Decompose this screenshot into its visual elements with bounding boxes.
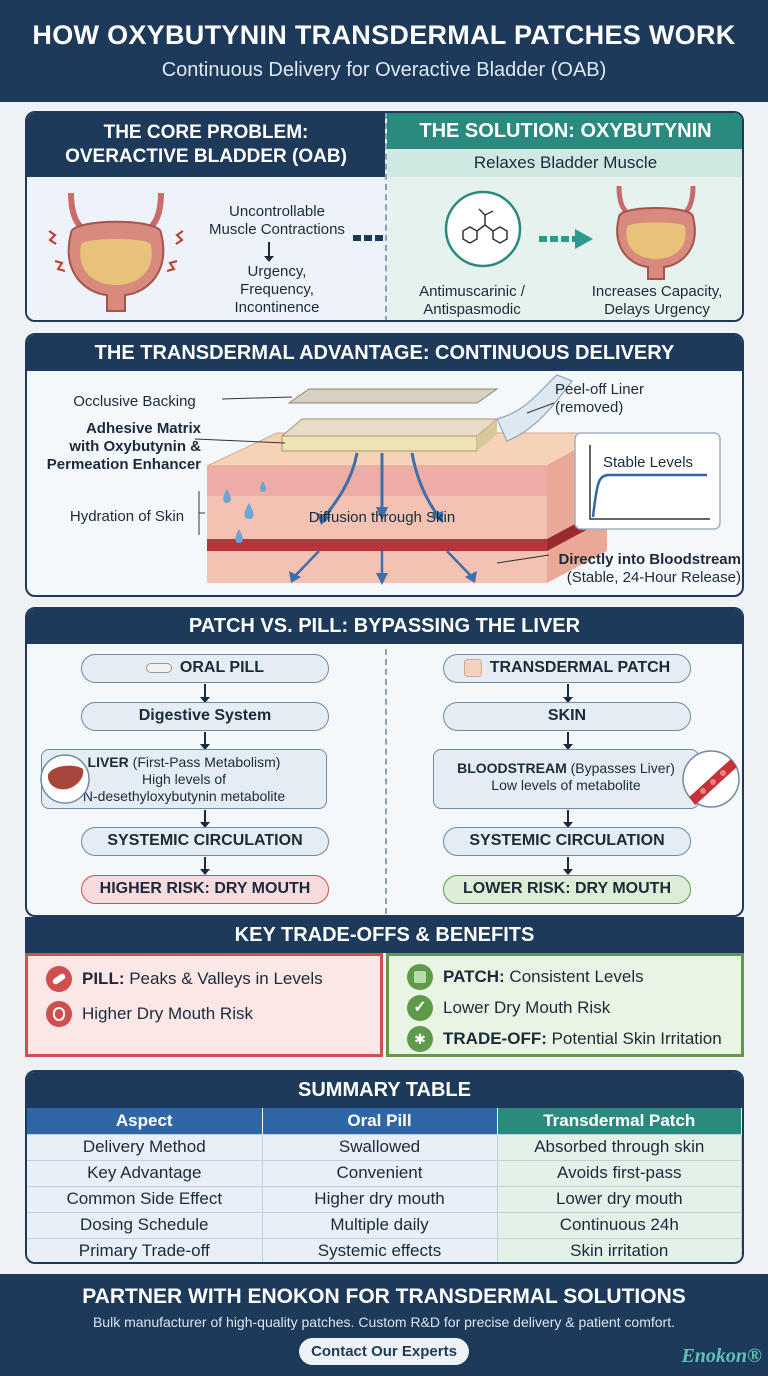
backing-label: Occlusive Backing (73, 393, 196, 410)
liver-icon (40, 754, 90, 804)
skin-patch-illustration (194, 374, 721, 585)
solution-section: THE SOLUTION: OXYBUTYNIN Relaxes Bladder… (385, 113, 742, 320)
molecule-icon (444, 190, 522, 268)
page-title: HOW OXYBUTYNIN TRANSDERMAL PATCHES WORK (32, 20, 736, 50)
contact-experts-button[interactable]: Contact Our Experts (299, 1338, 469, 1365)
skin-step: SKIN (443, 702, 691, 731)
digestive-step: Digestive System (81, 702, 329, 731)
oral-pill-step: ORAL PILL (81, 654, 329, 683)
flow-arrow (563, 684, 573, 703)
patch-risk-row: ✓ Lower Dry Mouth Risk (407, 995, 610, 1021)
flow-arrow (563, 857, 573, 875)
table-header-row: Aspect Oral Pill Transdermal Patch (27, 1108, 742, 1134)
table-row: Primary Trade-off Systemic effects Skin … (27, 1237, 742, 1262)
systemic-pill-step: SYSTEMIC CIRCULATION (81, 827, 329, 856)
blood-vessel-icon (682, 750, 740, 808)
header-aspect: Aspect (27, 1108, 263, 1134)
transdermal-title: THE TRANSDERMAL ADVANTAGE: CONTINUOUS DE… (27, 335, 742, 371)
pill-capsule-icon (46, 966, 72, 992)
table-row: Dosing Schedule Multiple daily Continuou… (27, 1211, 742, 1238)
flow-arrow (200, 857, 210, 875)
solution-subtitle: Relaxes Bladder Muscle (387, 149, 742, 177)
liver-step: LIVER (First-Pass Metabolism) High level… (41, 749, 327, 809)
cause-effect-arrow (264, 242, 274, 262)
patch-risk-badge: LOWER RISK: DRY MOUTH (443, 875, 691, 904)
flow-arrow (200, 684, 210, 703)
tradeoff-row: ✱ TRADE-OFF: Potential Skin Irritation (407, 1026, 722, 1052)
page-subtitle: Continuous Delivery for Overactive Bladd… (161, 59, 607, 81)
footer-subtitle: Bulk manufacturer of high-quality patche… (92, 1314, 676, 1330)
comparison-title: PATCH VS. PILL: BYPASSING THE LIVER (27, 609, 742, 644)
patch-step: TRANSDERMAL PATCH (443, 654, 691, 683)
stable-levels-label: Stable Levels (602, 454, 694, 471)
patch-levels-row: PATCH: Consistent Levels (407, 964, 644, 990)
table-row: Delivery Method Swallowed Absorbed throu… (27, 1133, 742, 1160)
flow-arrow (563, 810, 573, 828)
summary-panel: SUMMARY TABLE Aspect Oral Pill Transderm… (25, 1070, 744, 1264)
flow-arrow (200, 810, 210, 828)
patch-icon (463, 658, 482, 677)
summary-table: Aspect Oral Pill Transdermal Patch Deliv… (27, 1108, 742, 1262)
check-icon: ✓ (407, 995, 433, 1021)
comparison-panel: PATCH VS. PILL: BYPASSING THE LIVER ORAL… (25, 607, 744, 917)
liner-label: Peel-off Liner (removed) (555, 381, 644, 416)
problem-title: THE CORE PROBLEM: OVERACTIVE BLADDER (OA… (27, 113, 385, 177)
solution-title: THE SOLUTION: OXYBUTYNIN (387, 113, 742, 149)
bloodstream-label: Directly into Bloodstream (Stable, 24-Ho… (558, 551, 741, 586)
matrix-label: Adhesive Matrix with Oxybutynin & Permea… (46, 420, 201, 473)
table-row: Common Side Effect Higher dry mouth Lowe… (27, 1185, 742, 1212)
result-label: Increases Capacity, Delays Urgency (591, 283, 723, 318)
hydration-label: Hydration of Skin (69, 508, 185, 525)
page-header: HOW OXYBUTYNIN TRANSDERMAL PATCHES WORK … (0, 0, 768, 102)
header-transdermal-patch: Transdermal Patch (497, 1108, 742, 1134)
skin-irritation-icon: ✱ (407, 1026, 433, 1052)
pill-tradeoffs-box: PILL: Peaks & Valleys in Levels Higher D… (25, 953, 383, 1057)
arrow-right-teal-icon (539, 229, 593, 249)
enokon-logo: Enokon® (681, 1345, 762, 1367)
diffusion-label: Diffusion through Skin (308, 509, 456, 526)
cause-label: Uncontrollable Muscle Contractions (209, 203, 345, 238)
bladder-irritated-icon (48, 192, 184, 312)
summary-title: SUMMARY TABLE (27, 1072, 742, 1108)
footer: PARTNER WITH ENOKON FOR TRANSDERMAL SOLU… (0, 1274, 768, 1376)
pill-risk-row: Higher Dry Mouth Risk (46, 1001, 253, 1027)
header-oral-pill: Oral Pill (262, 1108, 498, 1134)
table-row: Key Advantage Convenient Avoids first-pa… (27, 1159, 742, 1186)
bladder-relaxed-icon (616, 185, 696, 280)
problem-section: THE CORE PROBLEM: OVERACTIVE BLADDER (OA… (27, 113, 411, 320)
footer-title: PARTNER WITH ENOKON FOR TRANSDERMAL SOLU… (82, 1285, 686, 1308)
pill-icon (145, 662, 172, 673)
dry-mouth-icon (46, 1001, 72, 1027)
patch-square-icon (407, 964, 433, 990)
flow-arrow (563, 732, 573, 750)
systemic-patch-step: SYSTEMIC CIRCULATION (443, 827, 691, 856)
pill-risk-badge: HIGHER RISK: DRY MOUTH (81, 875, 329, 904)
flow-arrow (200, 732, 210, 750)
problem-solution-panel: THE CORE PROBLEM: OVERACTIVE BLADDER (OA… (25, 111, 744, 322)
effect-label: Urgency, Frequency, Incontinence (234, 263, 320, 316)
pill-levels-row: PILL: Peaks & Valleys in Levels (46, 966, 323, 992)
bloodstream-step: BLOODSTREAM (Bypasses Liver) Low levels … (433, 749, 699, 809)
tradeoffs-title: KEY TRADE-OFFS & BENEFITS (25, 917, 744, 953)
transdermal-panel: THE TRANSDERMAL ADVANTAGE: CONTINUOUS DE… (25, 333, 744, 597)
divider (385, 649, 387, 914)
mechanism-label: Antimuscarinic / Antispasmodic (419, 283, 525, 318)
patch-tradeoffs-box: PATCH: Consistent Levels ✓ Lower Dry Mou… (386, 953, 744, 1057)
